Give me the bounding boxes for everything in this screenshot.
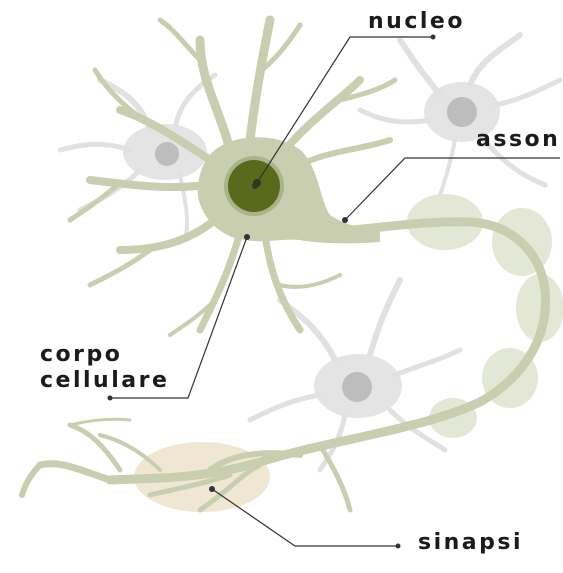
dot-corpo-end	[108, 396, 113, 401]
label-nucleo: nucleo	[368, 9, 465, 35]
label-sinapsi: sinapsi	[418, 530, 523, 556]
dot-sinapsi-end	[396, 544, 401, 549]
label-corpo-line1: corpo	[40, 342, 169, 368]
background-nucleus-right	[447, 97, 477, 127]
background-nucleus-left	[155, 142, 179, 166]
background-nucleus-bottom	[342, 372, 372, 402]
background-neuron-left	[60, 75, 215, 240]
label-corpo-cellulare: corpo cellulare	[40, 342, 169, 394]
dot-nucleo-end	[431, 35, 436, 40]
dot-asson-target	[342, 217, 348, 223]
dot-sinapsi-target	[209, 486, 215, 492]
dot-corpo-target	[244, 234, 250, 240]
dot-nucleo-target	[252, 183, 258, 189]
label-asson: asson	[476, 127, 560, 153]
label-corpo-line2: cellulare	[40, 368, 169, 394]
